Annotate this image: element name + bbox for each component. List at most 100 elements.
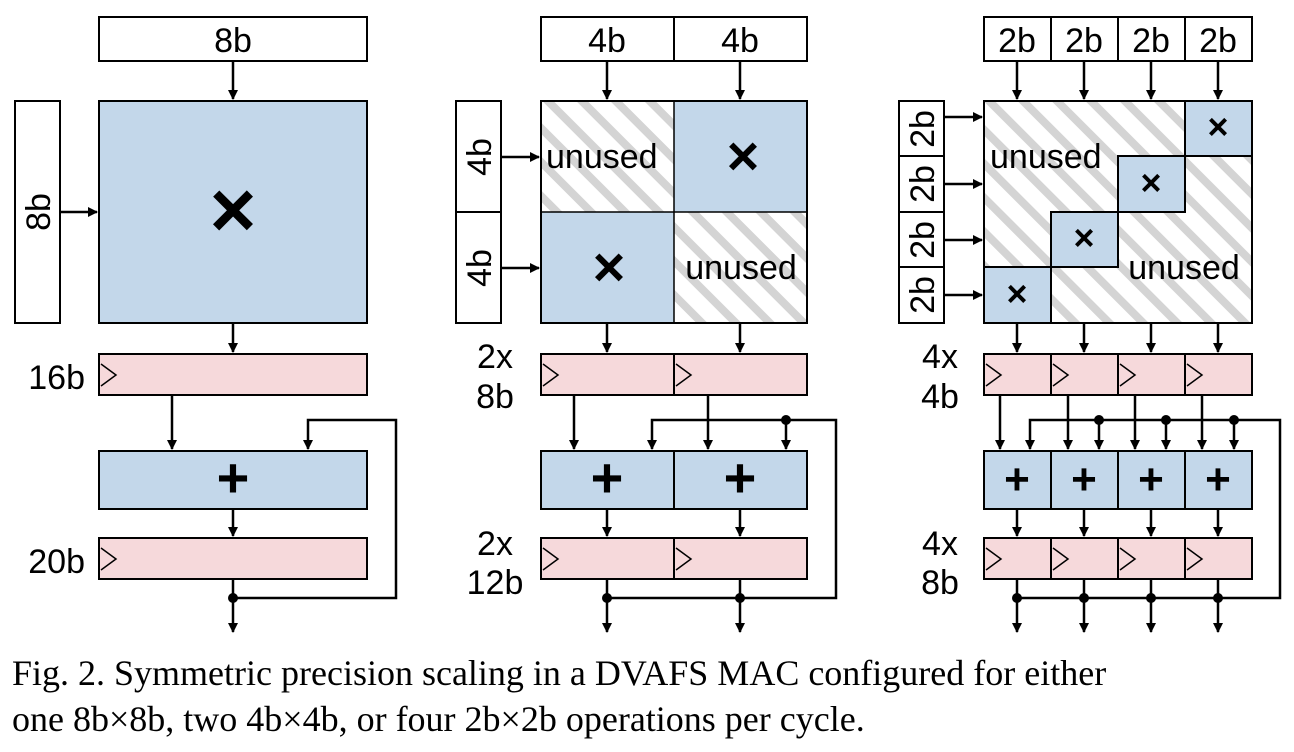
clock-icon [1052, 363, 1070, 387]
multiplier-array [983, 100, 1253, 324]
label-8b: 8b [921, 564, 959, 602]
panel-2b: 2b 2b 2b 2b 2b 2b 2b 2b unused unused × … [898, 16, 1282, 633]
product-register [98, 353, 368, 396]
unused-label: unused [1128, 249, 1240, 287]
wire-feedback [233, 418, 398, 600]
wire-feedback [1017, 418, 1282, 600]
multiply-symbol: × [593, 235, 626, 298]
multiply-symbol: × [1140, 162, 1161, 203]
label-8b: 8b [476, 378, 514, 416]
junction-dot [735, 593, 745, 603]
label-input-b: 8b [20, 193, 58, 231]
product-register [1117, 353, 1186, 396]
accumulator-register [98, 537, 368, 580]
junction-dot [1012, 593, 1022, 603]
multiplier-block [541, 212, 674, 323]
add-symbol: + [591, 446, 624, 509]
accumulator-register [1050, 537, 1119, 580]
add-symbol: + [217, 446, 250, 509]
product-register [1184, 353, 1253, 396]
unused-region [541, 101, 674, 212]
clock-icon [985, 547, 1003, 571]
label-input-a: 2b [1132, 22, 1170, 60]
label-2x: 2x [477, 525, 513, 563]
adder-block [673, 450, 808, 510]
product-register [983, 353, 1052, 396]
unused-label: unused [685, 249, 797, 287]
clock-icon [1052, 547, 1070, 571]
label-input-b: 2b [904, 110, 942, 148]
multiply-symbol: × [210, 165, 257, 254]
accumulator-register [983, 537, 1052, 580]
add-symbol: + [724, 446, 757, 509]
clock-icon [1186, 547, 1204, 571]
adder-block [983, 450, 1052, 510]
input-b-2b [898, 100, 945, 157]
clock-icon [675, 547, 693, 571]
unused-region [674, 212, 807, 323]
label-input-a1: 4b [588, 22, 626, 60]
accumulator-register [1184, 537, 1253, 580]
label-input-a: 2b [998, 22, 1036, 60]
label-20b: 20b [28, 543, 85, 581]
accumulator-register [673, 537, 808, 580]
clock-icon [1119, 363, 1137, 387]
label-4x: 4x [922, 338, 958, 376]
label-input-a2: 4b [721, 22, 759, 60]
unused-label: unused [546, 138, 658, 176]
add-symbol: + [1205, 455, 1231, 504]
junction-dot [1161, 415, 1171, 425]
clock-icon [675, 363, 693, 387]
clock-icon [1119, 547, 1137, 571]
label-input-a: 8b [214, 22, 252, 60]
multiplier-block [1117, 155, 1186, 213]
multiplier-block [1050, 211, 1119, 268]
add-symbol: + [1071, 455, 1097, 504]
label-2x: 2x [477, 338, 513, 376]
label-input-b2: 4b [461, 249, 499, 287]
multiplier-block [98, 100, 368, 324]
junction-dot [781, 415, 791, 425]
adder-block [98, 450, 368, 510]
clock-icon [985, 363, 1003, 387]
junction-dot [1094, 415, 1104, 425]
clock-icon [1186, 363, 1204, 387]
label-16b: 16b [28, 359, 85, 397]
label-12b: 12b [467, 564, 524, 602]
junction-dot [602, 593, 612, 603]
label-input-b: 2b [904, 276, 942, 314]
panel-8b: 8b 8b × 16b + 20b [14, 16, 398, 633]
input-b-8b [14, 100, 61, 324]
label-input-b: 2b [904, 165, 942, 203]
accumulator-register [540, 537, 675, 580]
junction-dot [1213, 593, 1223, 603]
label-input-b1: 4b [461, 138, 499, 176]
label-input-a: 2b [1199, 22, 1237, 60]
panel-4b: 4b 4b 4b 4b unused unused × × 2x 8b [455, 16, 838, 633]
dvafs-mac-diagram: 8b 8b × 16b + 20b 4b 4b 4b 4b [14, 16, 1282, 633]
label-input-b: 2b [904, 221, 942, 259]
adder-block [1117, 450, 1186, 510]
multiplier-block [674, 101, 807, 212]
clock-icon [542, 363, 560, 387]
multiply-symbol: × [727, 124, 760, 187]
multiply-symbol: × [1073, 217, 1094, 258]
multiply-symbol: × [1207, 106, 1228, 147]
add-symbol: + [1138, 455, 1164, 504]
label-4b: 4b [921, 378, 959, 416]
multiply-symbol: × [1006, 273, 1027, 314]
clock-icon [100, 547, 118, 571]
caption-line-1: Fig. 2. Symmetric precision scaling in a… [12, 653, 1107, 693]
product-register [540, 353, 675, 396]
product-register [673, 353, 808, 396]
label-4x: 4x [922, 525, 958, 563]
junction-dot [1146, 593, 1156, 603]
caption-line-2: one 8b×8b, two 4b×4b, or four 2b×2b oper… [12, 699, 865, 739]
label-input-a: 2b [1065, 22, 1103, 60]
wire-feedback [607, 418, 838, 600]
adder-block [1050, 450, 1119, 510]
accumulator-register [1117, 537, 1186, 580]
junction-dot [228, 593, 238, 603]
clock-icon [542, 547, 560, 571]
clock-icon [100, 363, 118, 387]
